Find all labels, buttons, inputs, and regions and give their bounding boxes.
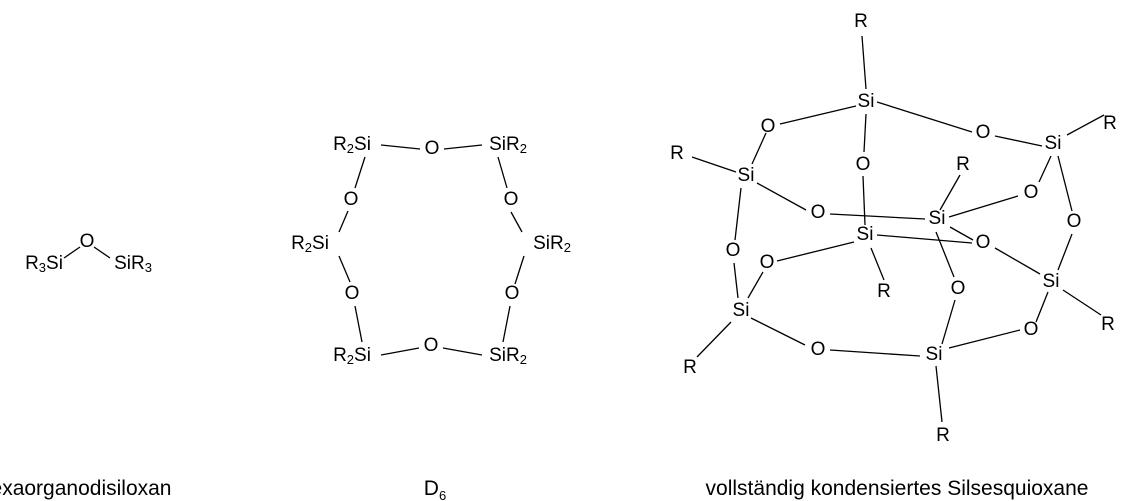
caption-hexaorganodisiloxan: exaorganodisiloxan xyxy=(0,477,171,500)
oxygen-atom: O xyxy=(726,240,741,261)
oxygen-atom: O xyxy=(1024,182,1039,203)
r-substituent: R xyxy=(936,425,950,446)
bond xyxy=(948,329,1021,349)
bond xyxy=(380,347,420,356)
silicon-atom: Si xyxy=(733,300,750,321)
bond xyxy=(514,255,525,285)
silicon-atom: Si xyxy=(1043,271,1060,292)
oxygen-atom: O xyxy=(425,138,440,159)
bond xyxy=(1057,233,1073,271)
oxygen-atom: O xyxy=(856,154,871,175)
r2si-middle-left: R2Si xyxy=(291,233,329,255)
bond xyxy=(502,305,511,343)
oxygen-atom: O xyxy=(760,252,775,273)
sir2-bottom-right: SiR2 xyxy=(489,345,527,367)
silicon-atom: Si xyxy=(857,224,874,245)
bond xyxy=(756,182,807,211)
bond xyxy=(939,174,961,211)
oxygen-atom: O xyxy=(951,278,966,299)
bond xyxy=(876,234,973,244)
bond xyxy=(442,347,483,356)
bond xyxy=(354,305,363,343)
bond xyxy=(747,271,764,299)
r-substituent: R xyxy=(877,281,891,302)
sir2-middle-right: SiR2 xyxy=(533,233,571,255)
oxygen-atom: O xyxy=(505,283,520,304)
bond xyxy=(829,213,926,220)
silicon-atom: Si xyxy=(738,165,755,186)
oxygen-atom: O xyxy=(1067,211,1082,232)
bond xyxy=(1035,291,1049,323)
bond xyxy=(338,255,351,283)
bond xyxy=(935,231,955,278)
hexaorganodisiloxane-structure: R3Si O SiR3 xyxy=(25,231,152,275)
bond xyxy=(994,135,1043,147)
bond xyxy=(691,156,737,173)
bond xyxy=(876,101,973,133)
silicon-atom: Si xyxy=(926,344,943,365)
bond xyxy=(994,247,1041,275)
sir2-top-right: SiR2 xyxy=(489,134,527,156)
bond xyxy=(1062,289,1102,316)
bond xyxy=(733,262,739,299)
bond xyxy=(935,365,943,423)
oxygen-atom: O xyxy=(811,339,826,360)
oxygen-atom: O xyxy=(976,232,991,253)
r-substituent: R xyxy=(683,357,697,378)
bond xyxy=(443,144,483,150)
r-substituent: R xyxy=(1101,314,1115,335)
bond xyxy=(696,321,732,358)
r2si-bottom-left: R2Si xyxy=(333,345,371,367)
bond xyxy=(1066,114,1105,136)
caption-silsesquioxane: vollständig kondensiertes Silsesquioxane xyxy=(706,477,1089,500)
r-substituent: R xyxy=(670,143,684,164)
bond xyxy=(863,113,867,153)
r2si-top-left: R2Si xyxy=(333,134,371,156)
r-substituent: R xyxy=(854,11,868,32)
oxygen-atom: O xyxy=(976,122,991,143)
bond xyxy=(862,175,866,226)
oxygen-atom: O xyxy=(424,335,439,356)
silicon-atom: Si xyxy=(858,91,875,112)
bond xyxy=(497,156,508,189)
bond xyxy=(941,299,956,345)
r-substituent: R xyxy=(1103,113,1117,134)
oxygen-atom: O xyxy=(345,283,360,304)
bond xyxy=(949,226,974,241)
bond xyxy=(510,211,523,233)
r-substituent: R xyxy=(956,154,970,175)
bond xyxy=(354,156,366,189)
bond xyxy=(829,349,921,357)
bond xyxy=(380,144,421,150)
oxygen-atom: O xyxy=(504,189,519,210)
bond xyxy=(1038,155,1052,183)
bond xyxy=(776,241,855,262)
bond xyxy=(861,35,867,90)
oxygen-atom: O xyxy=(1024,319,1039,340)
bond xyxy=(734,187,742,241)
d6-ring-structure: R2Si O SiR2 O O R2Si SiR2 O O R2Si O SiR… xyxy=(291,134,571,367)
oxygen-atom: O xyxy=(80,231,95,252)
sir3-group-right: SiR3 xyxy=(114,253,152,275)
bond xyxy=(1057,155,1073,212)
bond xyxy=(750,317,806,346)
oxygen-atom: O xyxy=(761,116,776,137)
bond xyxy=(93,246,111,259)
silicon-atom: Si xyxy=(1045,133,1062,154)
r3si-group-left: R3Si xyxy=(25,253,63,275)
oxygen-atom: O xyxy=(344,189,359,210)
caption-d6: D6 xyxy=(424,477,446,501)
bond xyxy=(338,210,349,233)
bond xyxy=(870,247,885,281)
bond xyxy=(63,246,81,259)
bond xyxy=(948,195,1019,218)
bond xyxy=(751,132,767,165)
silicon-atom: Si xyxy=(929,208,946,229)
oxygen-atom: O xyxy=(811,202,826,223)
silsesquioxane-cage-structure: Si Si Si Si Si Si Si Si O O O O O O O O … xyxy=(670,11,1117,446)
bond xyxy=(779,105,857,125)
